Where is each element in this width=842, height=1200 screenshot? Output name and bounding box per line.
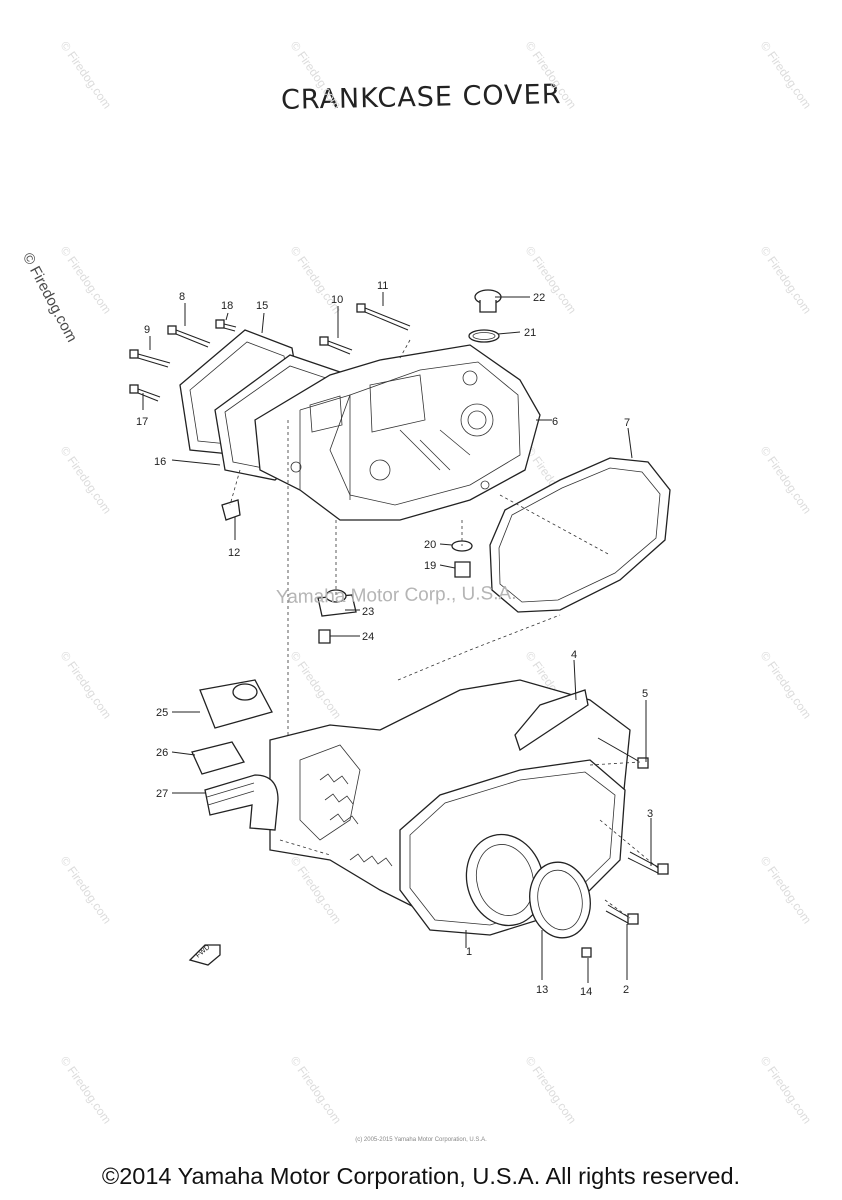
part-14-screw — [581, 947, 592, 958]
tile-watermark: © Firedog.com — [758, 854, 815, 927]
callout-11: 11 — [377, 280, 388, 292]
small-print: (c) 2005-2015 Yamaha Motor Corporation, … — [355, 1137, 487, 1143]
upper-assembly — [129, 289, 671, 840]
callout-14: 14 — [580, 986, 592, 998]
watermark-layer: © Firedog.com © Firedog.com © Firedog.com ©… — [58, 39, 815, 1127]
callout-2: 2 — [623, 984, 629, 996]
part-26-damper — [191, 741, 245, 775]
part-9-bolt — [129, 349, 171, 368]
callout-15: 15 — [256, 300, 268, 312]
tile-watermark: © Firedog.com — [523, 1054, 580, 1127]
part-27-seal — [204, 774, 279, 831]
callout-19: 19 — [424, 560, 436, 572]
part-21-o-ring — [468, 329, 500, 343]
tile-watermark: © Firedog.com — [58, 244, 115, 317]
part-2-screw — [605, 904, 639, 925]
part-10-bolt — [319, 336, 353, 355]
tile-watermark: © Firedog.com — [758, 444, 815, 517]
callout-1: 1 — [466, 946, 472, 958]
tile-watermark: © Firedog.com — [288, 1054, 345, 1127]
part-3-screw — [627, 851, 669, 875]
tile-watermark: © Firedog.com — [288, 854, 345, 927]
lower-assembly: FWD — [188, 614, 669, 966]
part-19-drain-plug — [454, 561, 471, 578]
yamaha-corp-watermark: Yamaha Motor Corp., U.S.A. — [275, 582, 517, 609]
copyright-footer: ©2014 Yamaha Motor Corporation, U.S.A. A… — [101, 1163, 741, 1189]
part-8-bolt — [167, 325, 211, 348]
tile-watermark: © Firedog.com — [58, 39, 115, 112]
callout-3: 3 — [647, 808, 653, 820]
callout-labels: 1 2 3 4 5 6 7 8 9 10 11 12 13 14 15 16 1… — [136, 280, 653, 998]
callout-8: 8 — [179, 291, 185, 303]
front-direction-arrow — [188, 944, 221, 966]
tile-watermark: © Firedog.com — [288, 649, 345, 722]
part-4-bracket — [514, 689, 589, 752]
part-12-plug — [221, 499, 241, 521]
callout-17: 17 — [136, 416, 148, 428]
part-5-screw — [597, 737, 649, 769]
part-11-bolt — [356, 303, 411, 331]
callout-23: 23 — [362, 606, 374, 618]
tile-watermark: © Firedog.com — [523, 244, 580, 317]
part-7-cover-gasket — [489, 457, 671, 613]
callout-4: 4 — [571, 649, 577, 661]
callout-27: 27 — [156, 788, 168, 800]
tile-watermark: © Firedog.com — [288, 39, 345, 112]
callout-25: 25 — [156, 707, 168, 719]
tile-watermark: © Firedog.com — [58, 444, 115, 517]
part-13-cap — [529, 861, 591, 939]
callout-21: 21 — [524, 327, 536, 339]
callout-5: 5 — [642, 688, 648, 700]
tile-watermark: © Firedog.com — [523, 39, 580, 112]
tile-watermark: © Firedog.com — [58, 1054, 115, 1127]
callout-12: 12 — [228, 547, 240, 559]
tile-watermark: © Firedog.com — [758, 649, 815, 722]
part-24-screw — [318, 629, 331, 644]
tile-watermark: © Firedog.com — [758, 39, 815, 112]
callout-18: 18 — [221, 300, 233, 312]
callout-20: 20 — [424, 539, 436, 551]
callout-16: 16 — [154, 456, 166, 468]
callout-10: 10 — [331, 294, 343, 306]
callout-6: 6 — [552, 416, 558, 428]
tile-watermark: © Firedog.com — [758, 1054, 815, 1127]
tile-watermark: © Firedog.com — [758, 244, 815, 317]
callout-9: 9 — [144, 324, 150, 336]
tile-watermark: © Firedog.com — [58, 854, 115, 927]
callout-24: 24 — [362, 631, 374, 643]
part-18-bolt — [215, 319, 237, 332]
callout-13: 13 — [536, 984, 548, 996]
callout-22: 22 — [533, 292, 545, 304]
callout-leaders — [142, 292, 652, 983]
callout-26: 26 — [156, 747, 168, 759]
part-17-bolt — [129, 384, 161, 402]
part-22-cap-stem — [479, 300, 497, 313]
tile-watermark: © Firedog.com — [58, 649, 115, 722]
callout-7: 7 — [624, 417, 630, 429]
